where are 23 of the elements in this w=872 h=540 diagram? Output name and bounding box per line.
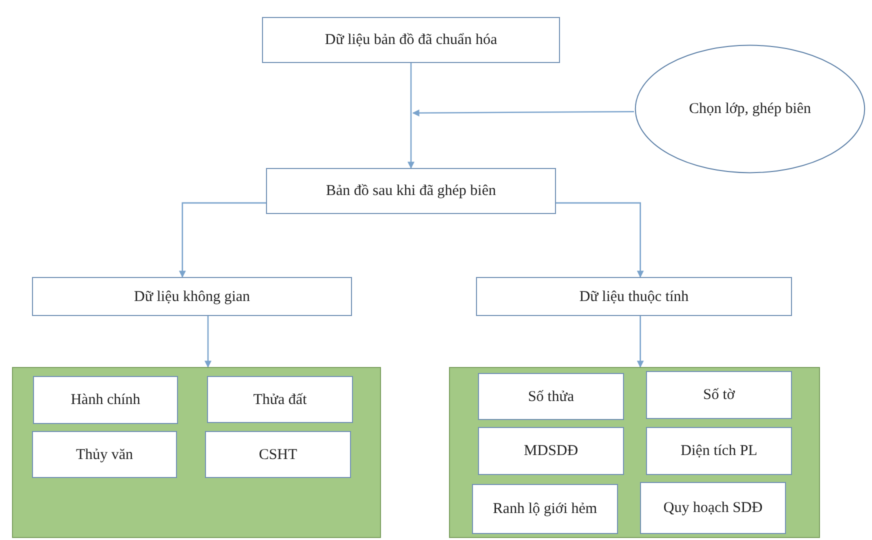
process-box: Dữ liệu bản đồ đã chuẩn hóa [262,17,560,63]
process-ellipse: Chọn lớp, ghép biên [634,44,866,174]
arrow [408,63,414,169]
arrow [204,316,212,368]
process-box: Số thửa [478,373,624,420]
arrow [412,109,634,116]
group-panel [449,367,820,538]
process-box: Quy hoạch SDĐ [640,482,786,534]
arrow [178,202,266,278]
process-box: Thửa đất [207,376,353,423]
process-box: MDSDĐ [478,427,624,475]
arrow [556,202,644,278]
process-box: Ranh lộ giới hẻm [472,484,618,534]
process-box: CSHT [205,431,351,478]
process-box: Hành chính [33,376,178,424]
process-box: Dữ liệu thuộc tính [476,277,792,316]
process-box: Thủy văn [32,431,177,478]
arrow [636,316,644,368]
process-box: Bản đồ sau khi đã ghép biên [266,168,556,214]
group-panel [12,367,381,538]
process-box: Dữ liệu không gian [32,277,352,316]
process-box: Số tờ [646,371,792,419]
process-box: Diện tích PL [646,427,792,475]
